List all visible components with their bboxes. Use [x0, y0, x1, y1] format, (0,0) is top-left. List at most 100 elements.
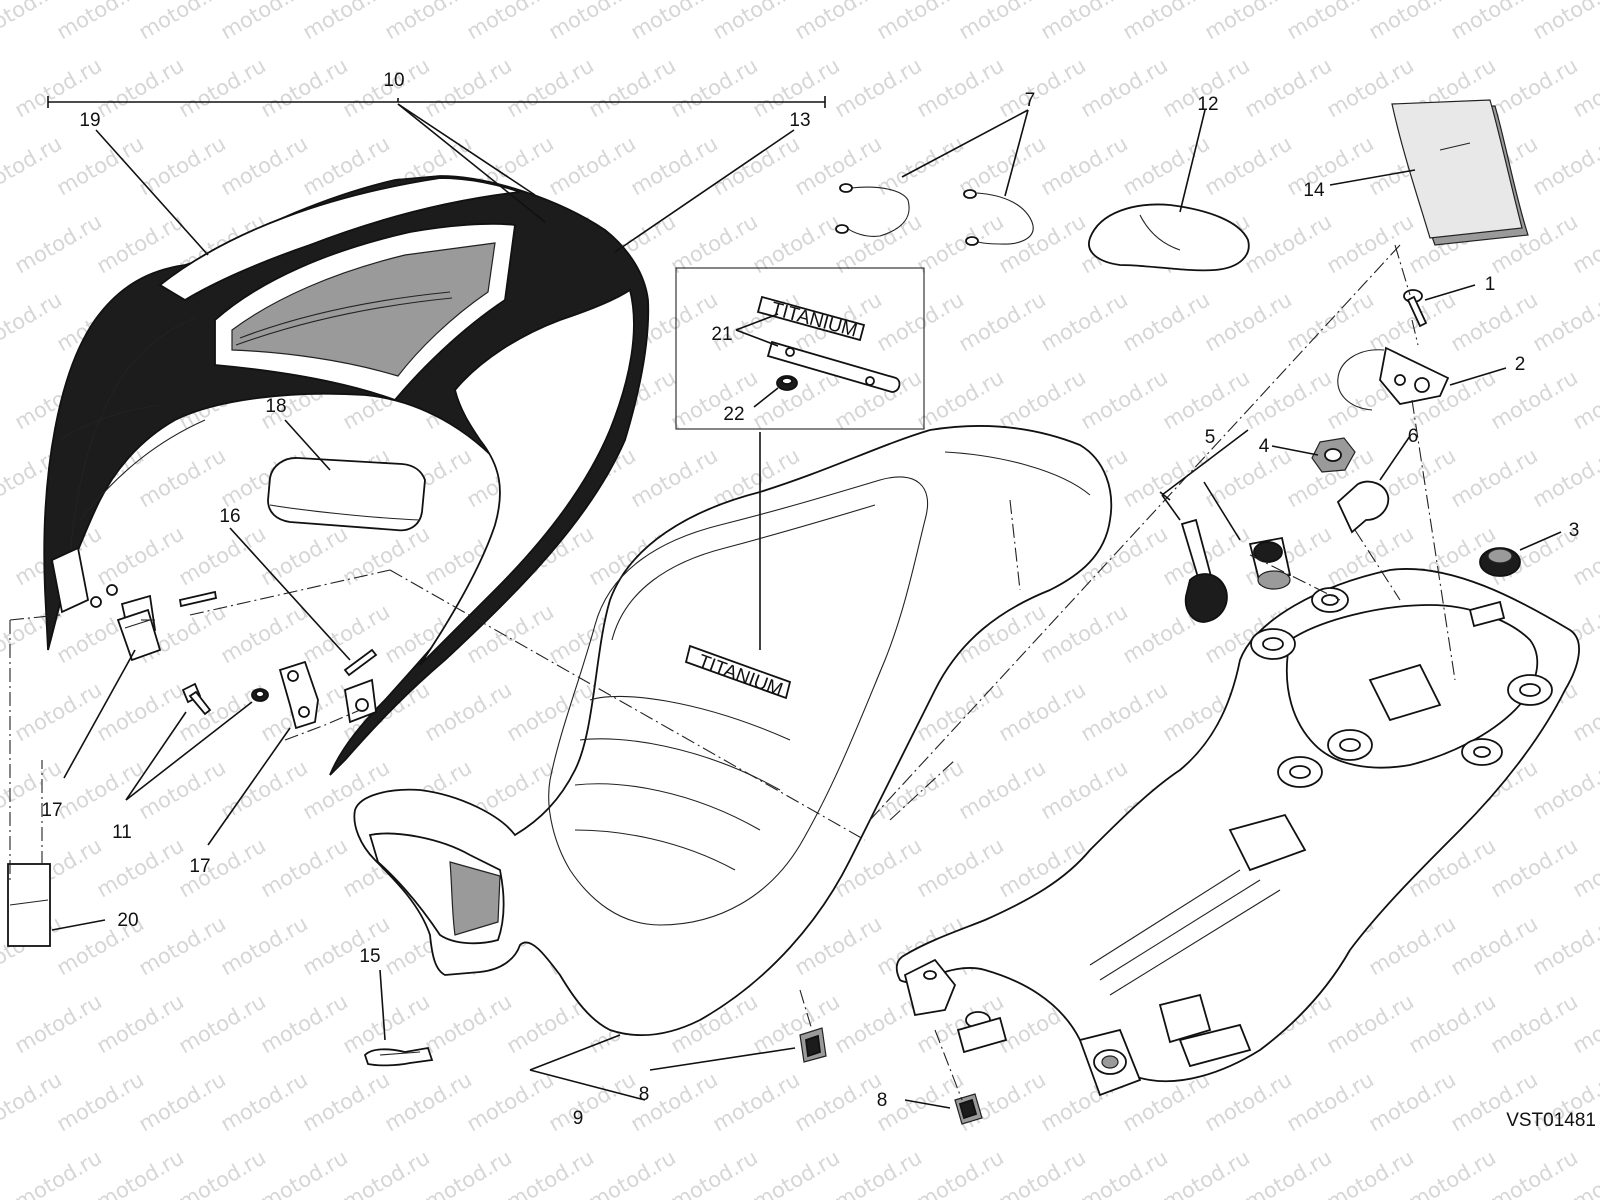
watermark-text: motod.ru: [1283, 287, 1378, 356]
watermark-text: motod.ru: [913, 833, 1008, 902]
watermark-text: motod.ru: [503, 677, 598, 746]
watermark-text: motod.ru: [53, 1067, 148, 1136]
watermark-text: motod.ru: [1119, 0, 1214, 44]
watermark-text: motod.ru: [0, 1067, 66, 1136]
watermark-text: motod.ru: [503, 53, 598, 122]
helmet-hook: [363, 1046, 434, 1067]
callout-17-right: 17: [189, 856, 210, 877]
callout-4: 4: [1259, 436, 1270, 457]
watermark-text: motod.ru: [217, 0, 312, 44]
pin-16a: [178, 590, 218, 608]
watermark-text: motod.ru: [175, 989, 270, 1058]
watermark-text: motod.ru: [1447, 287, 1542, 356]
watermark-text: motod.ru: [1241, 209, 1336, 278]
callout-21: 21: [711, 324, 732, 345]
watermark-text: motod.ru: [1037, 755, 1132, 824]
watermark-text: motod.ru: [1487, 1145, 1582, 1200]
watermark-text: motod.ru: [749, 989, 844, 1058]
callout-labels: 10 19 13 7 12 14 1 2 21 22 18 16 5 4 6 3…: [41, 70, 1579, 1129]
watermark-text: motod.ru: [995, 365, 1090, 434]
callout-15: 15: [359, 946, 380, 967]
watermark-text: motod.ru: [1077, 365, 1172, 434]
watermark-text: motod.ru: [1447, 443, 1542, 512]
watermark-text: motod.ru: [1365, 911, 1460, 980]
rubber-pad-8a: [799, 1027, 827, 1063]
watermark-text: motod.ru: [1529, 443, 1600, 512]
watermark-text: motod.ru: [873, 287, 968, 356]
seat-lock-assembly: [1180, 289, 1521, 623]
callout-14: 14: [1303, 180, 1325, 201]
owners-manual: [1391, 99, 1529, 246]
watermark-text: motod.ru: [93, 53, 188, 122]
watermark-text: motod.ru: [135, 0, 230, 44]
callout-20: 20: [117, 910, 138, 931]
watermark-text: motod.ru: [1283, 0, 1378, 44]
watermark-text: motod.ru: [93, 989, 188, 1058]
callout-12: 12: [1197, 94, 1218, 115]
watermark-text: motod.ru: [93, 677, 188, 746]
watermark-text: motod.ru: [257, 53, 352, 122]
watermark-text: motod.ru: [11, 209, 106, 278]
watermark-text: motod.ru: [299, 0, 394, 44]
watermark-text: motod.ru: [1405, 1145, 1500, 1200]
watermark-text: motod.ru: [1201, 1067, 1296, 1136]
callout-22: 22: [723, 404, 744, 425]
callout-2: 2: [1515, 354, 1526, 375]
watermark-text: motod.ru: [463, 1067, 558, 1136]
watermark-text: motod.ru: [11, 989, 106, 1058]
callout-17-left: 17: [41, 800, 62, 821]
watermark-text: motod.ru: [463, 0, 558, 44]
watermark-text: motod.ru: [421, 677, 516, 746]
watermark-text: motod.ru: [11, 1145, 106, 1200]
watermark-text: motod.ru: [791, 1067, 886, 1136]
watermark-text: motod.ru: [93, 833, 188, 902]
watermark-text: motod.ru: [1241, 53, 1336, 122]
watermark-text: motod.ru: [421, 53, 516, 122]
watermark-text: motod.ru: [995, 1145, 1090, 1200]
watermark-text: motod.ru: [627, 0, 722, 44]
watermark-text: motod.ru: [1077, 677, 1172, 746]
watermark-text: motod.ru: [0, 131, 66, 200]
watermark-text: motod.ru: [217, 1067, 312, 1136]
watermark-text: motod.ru: [257, 989, 352, 1058]
watermark-text: motod.ru: [545, 131, 640, 200]
watermark-text: motod.ru: [913, 365, 1008, 434]
watermark-text: motod.ru: [339, 521, 434, 590]
callout-19: 19: [79, 110, 100, 131]
watermark-text: motod.ru: [339, 989, 434, 1058]
watermark-text: motod.ru: [913, 53, 1008, 122]
watermark-text: motod.ru: [585, 53, 680, 122]
watermark-text: motod.ru: [1365, 1067, 1460, 1136]
watermark-text: motod.ru: [1159, 365, 1254, 434]
leader-lines: [47, 96, 1562, 1109]
watermark-text: motod.ru: [217, 131, 312, 200]
callout-9: 9: [573, 1108, 584, 1129]
watermark-text: motod.ru: [667, 1145, 762, 1200]
watermark-text: motod.ru: [339, 1145, 434, 1200]
watermark-text: motod.ru: [11, 677, 106, 746]
watermark-text: motod.ru: [709, 1067, 804, 1136]
callout-3: 3: [1569, 520, 1580, 541]
tank-pad: [1088, 203, 1250, 272]
callout-5: 5: [1205, 427, 1216, 448]
watermark-text: motod.ru: [709, 0, 804, 44]
watermark-text: motod.ru: [1037, 0, 1132, 44]
callout-1: 1: [1485, 274, 1496, 295]
watermark-text: motod.ru: [955, 755, 1050, 824]
watermark-text: motod.ru: [1283, 131, 1378, 200]
watermark-text: motod.ru: [1077, 53, 1172, 122]
watermark-text: motod.ru: [831, 53, 926, 122]
watermark-text: motod.ru: [53, 0, 148, 44]
watermark-text: motod.ru: [627, 131, 722, 200]
watermark-text: motod.ru: [503, 1145, 598, 1200]
watermark-text: motod.ru: [873, 0, 968, 44]
watermark-text: motod.ru: [381, 0, 476, 44]
watermark-text: motod.ru: [1119, 287, 1214, 356]
watermark-text: motod.ru: [217, 599, 312, 668]
watermark-text: motod.ru: [299, 1067, 394, 1136]
watermark-text: motod.ru: [1241, 1145, 1336, 1200]
watermark-text: motod.ru: [1487, 833, 1582, 902]
watermark-text: motod.ru: [585, 1145, 680, 1200]
watermark-text: motod.ru: [299, 599, 394, 668]
watermark-text: motod.ru: [1529, 0, 1600, 44]
